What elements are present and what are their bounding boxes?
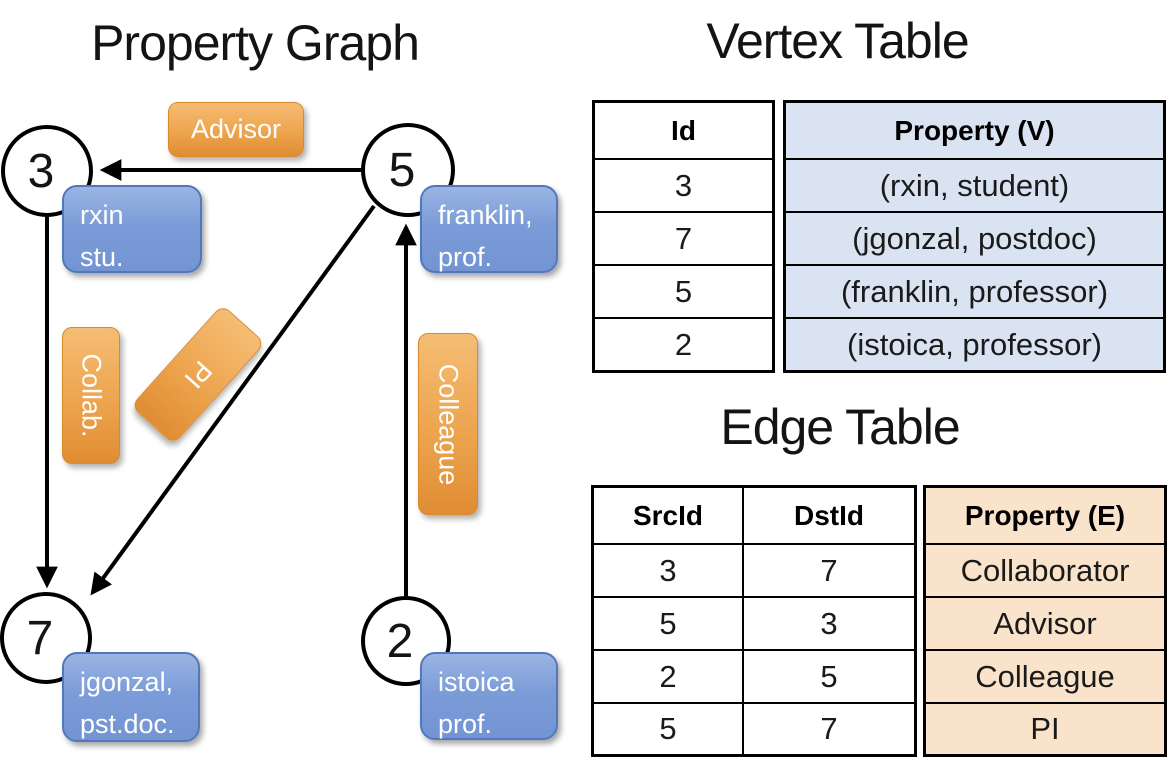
table-cell: 5	[594, 702, 742, 754]
node-property-label-3: rxin stu.	[62, 185, 202, 273]
table-cell: PI	[926, 702, 1164, 754]
node-id-7: 7	[26, 611, 54, 665]
edge-table-property-column: Property (E) Collaborator Advisor Collea…	[923, 485, 1167, 757]
table-cell: 3	[742, 596, 914, 649]
edge-label-colleague: Colleague	[418, 333, 478, 515]
edge-label-advisor: Advisor	[168, 102, 304, 157]
node-property-line: stu.	[80, 242, 124, 272]
edge-label-colleague-text: Colleague	[433, 363, 464, 485]
property-graph-title: Property Graph	[91, 15, 420, 71]
edge-table-header-dstid: DstId	[742, 488, 914, 543]
edge-label-pi-text: PI	[178, 355, 219, 395]
node-property-label-2: istoica prof.	[420, 652, 558, 740]
table-cell: 3	[595, 158, 772, 211]
table-cell: (jgonzal, postdoc)	[786, 211, 1163, 264]
table-cell: 2	[594, 649, 742, 702]
edge-table-title: Edge Table	[720, 399, 960, 455]
edge-pi-5-to-7	[90, 204, 376, 596]
vertex-table-property-column: Property (V) (rxin, student) (jgonzal, p…	[783, 100, 1166, 373]
node-property-line: franklin,	[438, 200, 533, 230]
node-property-label-7: jgonzal, pst.doc.	[62, 652, 200, 742]
vertex-table-header-id: Id	[671, 114, 696, 146]
vertex-table-title: Vertex Table	[706, 13, 969, 69]
table-cell: 7	[742, 702, 914, 754]
table-cell: 5	[742, 649, 914, 702]
table-cell: (rxin, student)	[786, 158, 1163, 211]
table-cell: 7	[595, 211, 772, 264]
table-cell: (franklin, professor)	[786, 264, 1163, 317]
node-property-label-5: franklin, prof.	[420, 185, 558, 273]
table-cell: Advisor	[926, 596, 1164, 649]
node-id-2: 2	[386, 614, 414, 668]
node-property-line: prof.	[438, 242, 493, 272]
edge-label-advisor-text: Advisor	[190, 114, 282, 144]
node-property-line: pst.doc.	[80, 709, 175, 739]
node-property-line: istoica	[438, 667, 515, 697]
node-id-3: 3	[27, 144, 55, 198]
edge-label-collab: Collab.	[62, 327, 120, 464]
table-cell: 3	[594, 543, 742, 596]
edge-label-collab-text: Collab.	[76, 353, 107, 438]
table-cell: 5	[594, 596, 742, 649]
edge-table-header-property: Property (E)	[964, 499, 1126, 531]
vertex-table-header-property: Property (V)	[894, 114, 1055, 146]
table-cell: 2	[595, 317, 772, 370]
table-cell: 7	[742, 543, 914, 596]
table-cell: 5	[595, 264, 772, 317]
edge-table-id-columns: SrcId DstId 3 7 5 3 2 5 5 7	[591, 485, 917, 757]
edge-table-header-srcid: SrcId	[632, 499, 704, 531]
table-cell: Colleague	[926, 649, 1164, 702]
node-id-5: 5	[388, 143, 416, 197]
vertex-table-id-column: Id 3 7 5 2	[592, 100, 775, 373]
node-property-line: prof.	[438, 709, 493, 739]
table-cell: (istoica, professor)	[786, 317, 1163, 370]
node-property-line: rxin	[80, 200, 124, 230]
table-cell: Collaborator	[926, 543, 1164, 596]
node-property-line: jgonzal,	[80, 667, 174, 697]
